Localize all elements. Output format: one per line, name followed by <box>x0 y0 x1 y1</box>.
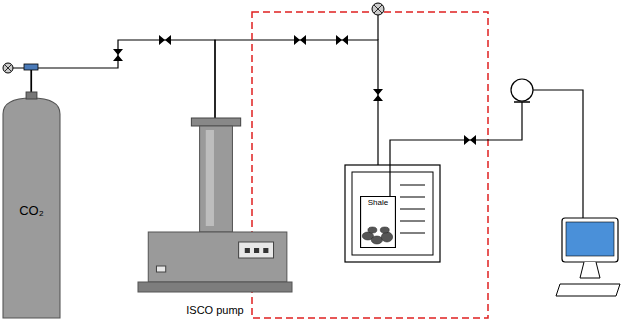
pressure-gauge <box>3 63 13 73</box>
node-label: ISCO pump <box>138 304 292 316</box>
pump-button <box>254 248 259 253</box>
node-label: Shale <box>360 199 396 208</box>
valve <box>113 49 123 61</box>
monitor <box>562 218 618 262</box>
vessel-outer <box>345 165 440 262</box>
gauge-stem <box>377 15 378 40</box>
cylinder-neck <box>30 68 31 92</box>
gauge-cross <box>374 5 382 13</box>
sample-holder: Shale <box>360 196 396 248</box>
pump-base <box>148 232 287 282</box>
liquid-lines <box>400 185 425 233</box>
valves <box>113 35 476 145</box>
signal-line <box>390 102 522 196</box>
valve <box>336 35 348 45</box>
valve <box>294 35 306 45</box>
cylinder-valve <box>3 63 38 92</box>
shale-rock <box>380 227 389 233</box>
keyboard <box>556 284 620 296</box>
regulator <box>24 64 38 70</box>
node-label: CO₂ <box>3 204 60 218</box>
computer <box>556 218 620 296</box>
pump-button <box>245 248 250 253</box>
sensor <box>511 79 533 101</box>
shale-rock <box>381 232 392 242</box>
pump-button <box>263 248 268 253</box>
pump-plate <box>138 282 292 292</box>
shale-rock <box>368 227 377 233</box>
dashed-boundary <box>252 12 488 318</box>
pump-outline <box>138 118 292 322</box>
monitor-stand <box>580 262 600 278</box>
pump-cylinder <box>200 126 233 232</box>
sample-cell <box>361 197 396 248</box>
shale-rock <box>371 236 382 244</box>
valve <box>373 89 383 101</box>
gauge-cross <box>5 65 11 71</box>
pressure-gauge <box>372 3 384 15</box>
pipe-line <box>32 40 216 118</box>
pump-unit: ISCO pump <box>138 118 292 322</box>
pump-highlight <box>206 130 214 226</box>
valve <box>159 35 171 45</box>
gas-cylinder: CO₂ <box>3 92 60 318</box>
sensor-base <box>514 101 530 103</box>
cylinder-body <box>3 98 60 318</box>
vessel-inner <box>352 172 433 255</box>
pump-switch <box>156 266 165 272</box>
signal-line <box>533 90 583 218</box>
pump-cap <box>191 118 240 126</box>
pump-panel <box>239 242 274 258</box>
cylinder-collar <box>26 92 37 99</box>
screen <box>566 222 614 256</box>
